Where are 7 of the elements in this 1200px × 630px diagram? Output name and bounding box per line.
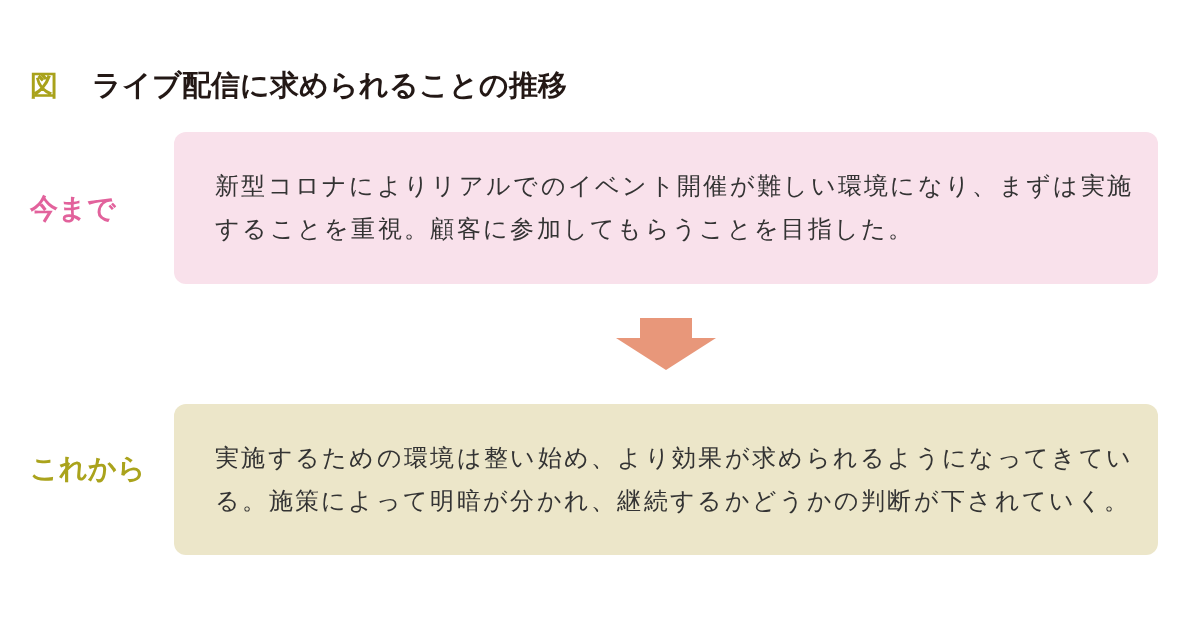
heading-label: これから	[30, 452, 146, 486]
heading-label: 今まで	[30, 192, 116, 226]
arrow	[616, 318, 716, 370]
figure-label: 図	[30, 69, 58, 103]
text-box: 新型コロナによりリアルでのイベント開催が難しい環境になり、まずは実施することを重視。顧客に参加してもらうことを目指した。	[174, 132, 1158, 284]
text-box: 実施するための環境は整い始め、より効果が求められるようになってきている。施策によって明暗が分かれ、継続するかどうかの判断が下されていく。	[174, 404, 1158, 555]
title: ライブ配信に求められることの推移	[92, 68, 567, 103]
